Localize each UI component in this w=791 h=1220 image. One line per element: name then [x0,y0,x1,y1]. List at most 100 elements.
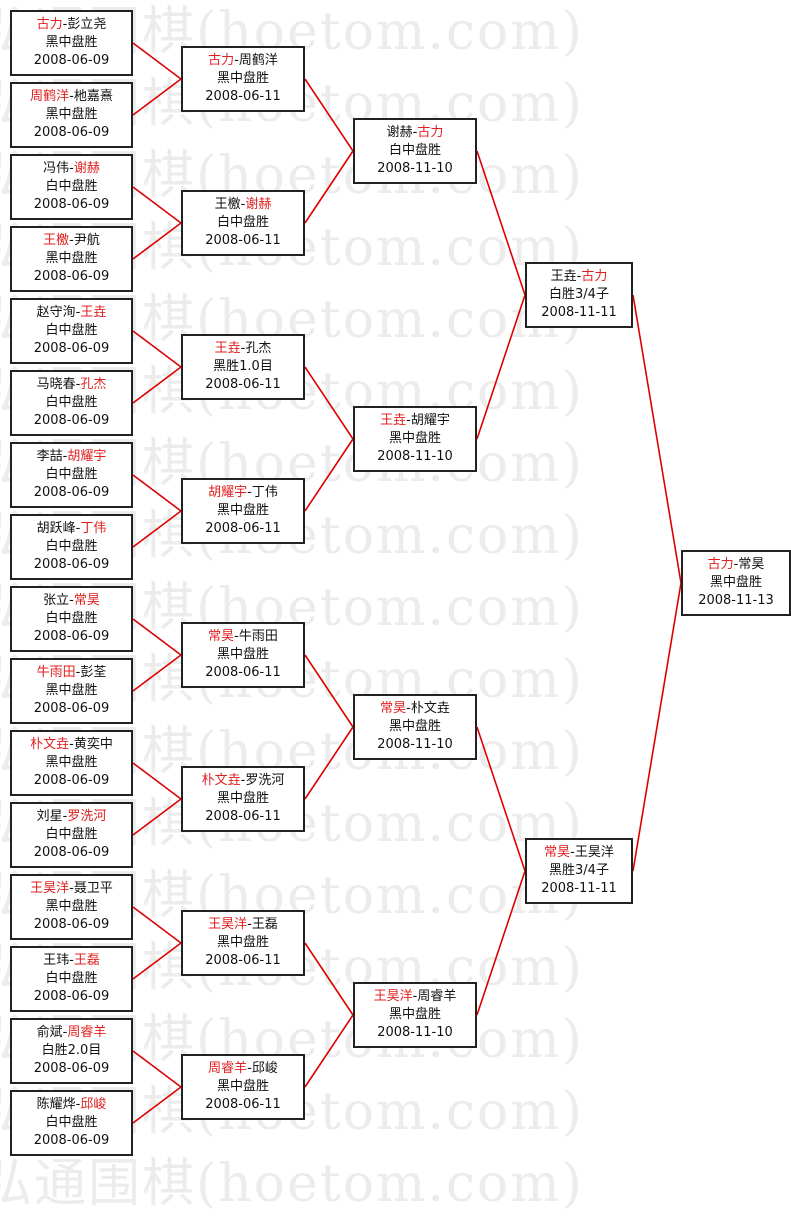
player-separator: - [69,593,74,608]
player-one: 刘星 [36,809,63,824]
bracket-connector-line [304,942,354,1016]
match-box: 王昊洋-聂卫平黑中盘胜 2008-06-09 [10,874,133,940]
player-one: 古力 [707,557,734,572]
bracket-connector-line [476,726,526,872]
player-separator: - [576,269,582,284]
match-players: 王垚-胡耀宇 [355,412,475,430]
match-players: 马晓春-孔杰 [12,376,131,394]
player-separator: - [69,953,74,968]
match-date: 2008-06-09 [33,701,110,716]
match-result: 黑中盘胜 [216,1079,269,1094]
player-two: 丁伟 [80,521,107,536]
player-separator: - [247,1061,252,1076]
player-separator: - [62,449,68,464]
match-players: 王檄-谢赫 [183,196,303,214]
match-players: 周睿羊-邱峻 [183,1060,303,1078]
match-date: 2008-06-09 [33,557,110,572]
player-two: 古力 [417,125,444,140]
match-date: 2008-06-11 [205,953,281,968]
match-result: 黑中盘胜 [388,1007,441,1022]
bracket-connector-line [132,186,182,224]
player-separator: - [234,629,239,644]
bracket-connector-line [132,654,182,692]
player-two: 黄奕中 [73,737,113,752]
match-result: 黑中盘胜 [45,899,98,914]
match-date: 2008-06-09 [33,197,110,212]
player-separator: - [412,989,418,1004]
match-players: 古力-彭立尧 [12,16,131,34]
match-result: 黑中盘胜 [709,575,762,590]
bracket-connectors [132,42,682,1124]
match-players: 古力-周鹤洋 [183,52,303,70]
match-players: 胡耀宇-丁伟 [183,484,303,502]
bracket-connector-line [304,150,354,224]
player-one: 朴文垚 [201,773,241,788]
match-date: 2008-11-10 [377,161,453,176]
match-result: 黑胜3/4子 [549,863,609,878]
match-date: 2008-06-09 [33,917,110,932]
player-separator: - [75,521,81,536]
match-players: 王昊洋-聂卫平 [12,880,131,898]
player-two: 古力 [581,269,608,284]
match-result: 黑中盘胜 [216,647,269,662]
match-date: 2008-06-09 [33,413,110,428]
bracket-connector-line [132,1050,182,1088]
player-one: 胡跃峰 [36,521,76,536]
match-result: 黑中盘胜 [45,251,98,266]
player-separator: - [240,197,246,212]
player-two: 邱峻 [80,1097,107,1112]
player-one: 马晓春 [36,377,76,392]
match-result: 白胜3/4子 [549,287,609,302]
player-one: 陈耀烨 [36,1097,76,1112]
match-date: 2008-06-11 [205,89,281,104]
bracket-connector-line [132,906,182,944]
match-players: 王檄-尹航 [12,232,131,250]
player-separator: - [62,809,68,824]
match-date: 2008-11-10 [377,1025,453,1040]
match-date: 2008-11-10 [377,449,453,464]
player-two: 罗洗河 [245,773,285,788]
match-date: 2008-06-11 [205,233,281,248]
match-result: 黑中盘胜 [216,71,269,86]
player-two: 罗洗河 [67,809,107,824]
player-one: 常昊 [380,701,407,716]
player-separator: - [69,89,74,104]
player-two: 朴文垚 [410,701,450,716]
bracket-connector-line [632,582,682,872]
player-separator: - [240,773,246,788]
player-separator: - [75,1097,81,1112]
match-players: 李喆-胡耀宇 [12,448,131,466]
match-result: 白中盘胜 [45,467,98,482]
player-two: 王垚 [80,305,107,320]
player-one: 张立 [43,593,70,608]
player-separator: - [69,737,74,752]
bracket-connector-line [132,510,182,548]
player-two: 王磊 [73,953,100,968]
match-date: 2008-06-09 [33,269,110,284]
player-two: 彭立尧 [67,17,107,32]
player-one: 王檄 [43,233,70,248]
player-one: 王垚 [214,341,241,356]
player-one: 俞斌 [36,1025,63,1040]
player-one: 冯伟 [43,161,70,176]
player-two: 胡耀宇 [67,449,107,464]
bracket-connector-line [132,222,182,260]
match-date: 2008-06-09 [33,1133,110,1148]
player-two: 王磊 [251,917,278,932]
player-separator: - [69,161,74,176]
match-players: 王昊洋-王磊 [183,916,303,934]
player-one: 朴文垚 [30,737,70,752]
